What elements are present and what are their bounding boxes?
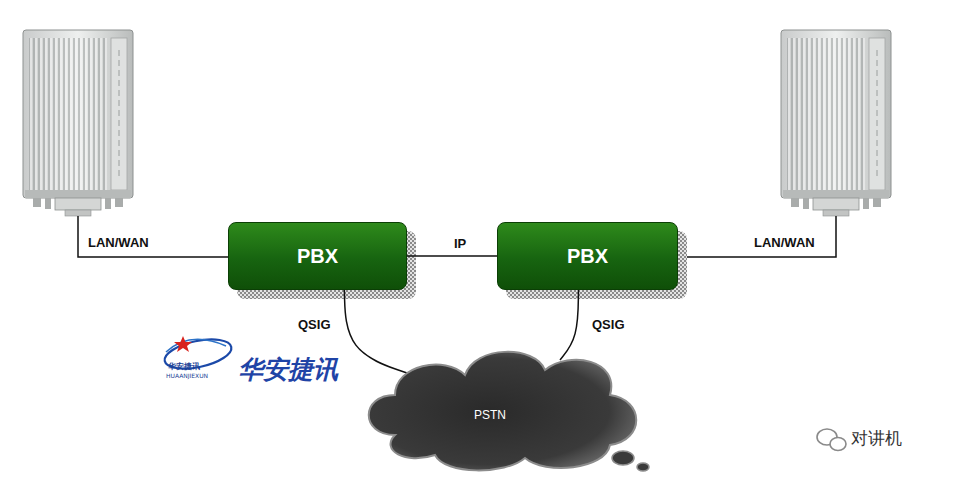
wire-label: LAN/WAN [754,236,815,251]
network-name: PSTN [474,408,506,422]
pbx-box: PBX [228,222,407,290]
logo-icon [162,334,234,374]
node-label: PBX [297,245,338,268]
logo-text: 华安捷讯 [238,356,338,385]
link-label: QSIG [590,318,627,333]
wire-label: LAN/WAN [88,236,149,251]
radio-unit [781,30,891,216]
connector [560,290,578,360]
connector [407,255,497,257]
wechat-icon [817,429,846,451]
pbx-box: PBX [497,222,678,290]
network-cloud: PSTN [355,340,655,475]
connector [344,290,407,373]
logo-text: 华安捷讯 [168,362,200,371]
link-label: IP [452,237,468,252]
node-label: PBX [567,245,608,268]
logo-text: HUAANJIEXUN [166,373,208,380]
wire [78,216,228,257]
link-label: QSIG [296,318,333,333]
wire [678,216,836,257]
watermark: 对讲机 [851,429,902,449]
radio-unit [23,30,133,216]
